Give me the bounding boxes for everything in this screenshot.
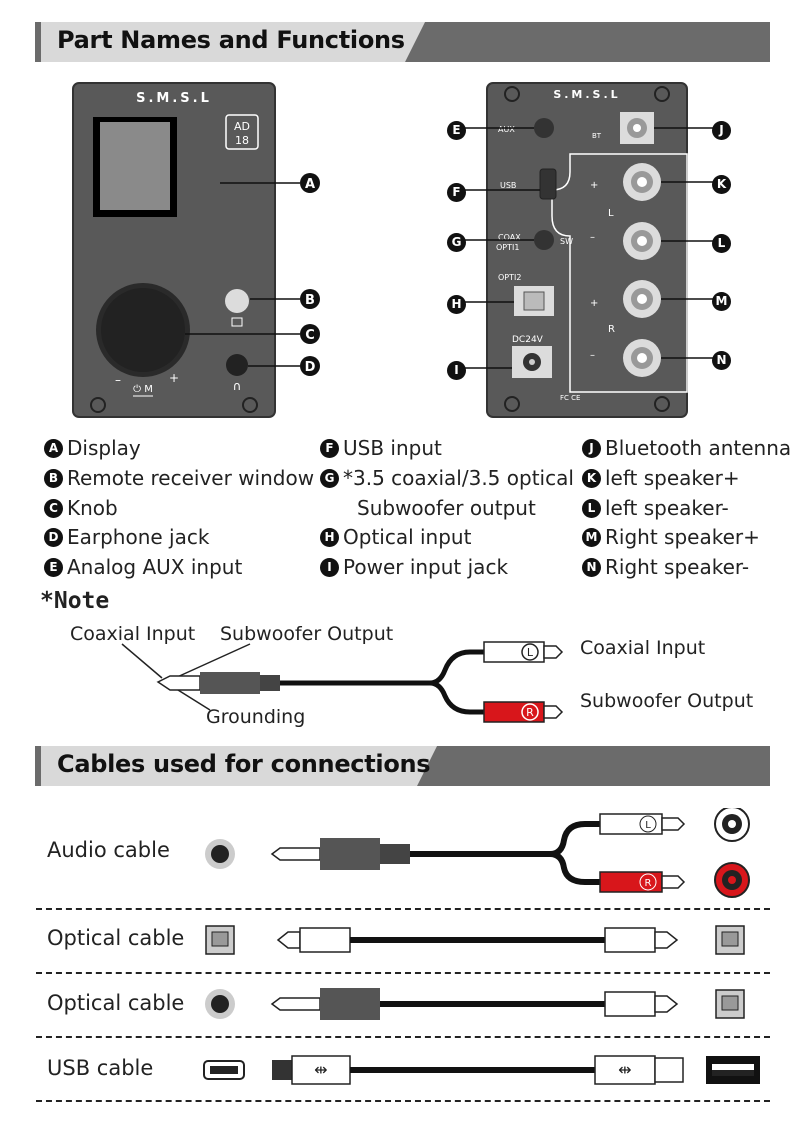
svg-text:⏻ M: ⏻ M (133, 384, 153, 395)
svg-text:S.M.S.L: S.M.S.L (553, 88, 620, 101)
divider (36, 908, 770, 910)
svg-text:–: – (590, 232, 595, 243)
callout-i: I (447, 359, 470, 380)
svg-text:+: + (169, 371, 179, 385)
svg-text:L: L (608, 208, 614, 219)
svg-text:R: R (608, 324, 615, 335)
coax-sw-jack (534, 230, 554, 250)
model-badge (225, 114, 259, 150)
svg-text:18: 18 (235, 134, 249, 147)
legend-item-g-cont: Subwoofer output (357, 496, 536, 520)
svg-text:+: + (590, 180, 598, 191)
note-subwoofer-output-label: Subwoofer Output (220, 623, 394, 645)
svg-text:OPTI1: OPTI1 (496, 243, 519, 252)
svg-text:A: A (305, 177, 315, 192)
svg-text:R: R (526, 706, 534, 719)
remote-receiver-window (225, 289, 249, 313)
callout-b: B (300, 289, 320, 309)
cable-row-label: Audio cable (47, 838, 170, 862)
legend-item-g: G*3.5 coaxial/3.5 optical (320, 466, 574, 490)
front-panel-diagram: S.M.S.L AD 18 ∩ – + ⏻ M A B C D (72, 82, 320, 418)
cable-row-label: Optical cable (47, 991, 185, 1015)
callout-a: A (300, 173, 320, 193)
section-banner-cables: Cables used for connections (35, 746, 770, 786)
audio-cable-diagram: L R (205, 808, 750, 898)
svg-text:B: B (305, 293, 315, 308)
callout-e: E (447, 119, 470, 140)
usb-port (539, 168, 557, 200)
svg-text:AUX: AUX (498, 125, 515, 134)
svg-text:USB: USB (500, 181, 516, 190)
callout-n: N (712, 349, 735, 370)
svg-text:–: – (590, 350, 595, 361)
cable-row-label: USB cable (47, 1056, 154, 1080)
note-right-subwoofer-label: Subwoofer Output (580, 690, 754, 712)
svg-text:L: L (645, 820, 651, 831)
aux-jack (534, 118, 554, 138)
svg-text:AD: AD (234, 120, 250, 133)
optical-cable-diagram (205, 925, 745, 955)
callout-d: D (300, 356, 320, 376)
cable-row-label: Optical cable (47, 926, 185, 950)
svg-text:+: + (590, 298, 598, 309)
callout-m: M (712, 290, 735, 311)
note-right-coaxial-label: Coaxial Input (580, 637, 706, 659)
speaker-terminals (623, 163, 661, 377)
callout-h: H (447, 293, 470, 314)
svg-text:DC24V: DC24V (512, 335, 544, 345)
note-grounding-label: Grounding (206, 706, 306, 728)
callout-j: J (712, 119, 735, 140)
svg-text:L: L (527, 646, 534, 659)
svg-text:C: C (305, 328, 315, 343)
section-title: Part Names and Functions (57, 26, 405, 54)
back-panel-diagram: S.M.S.L AUX BT USB COAX OPTI1 SW OPTI2 D… (460, 82, 720, 418)
section-title: Cables used for connections (57, 750, 431, 778)
front-brand: S.M.S.L (136, 91, 212, 106)
callout-c: C (300, 324, 320, 344)
svg-text:FC CE: FC CE (560, 394, 580, 402)
note-coaxial-input-label: Coaxial Input (70, 623, 196, 645)
usb-cable-diagram: ⇹ ⇹ (203, 1055, 760, 1085)
banner-background (35, 746, 770, 786)
svg-text:SW: SW (560, 237, 573, 246)
callout-k: K (712, 173, 735, 194)
svg-text:∩: ∩ (233, 379, 242, 393)
earphone-jack (226, 354, 248, 376)
svg-text:BT: BT (592, 132, 602, 140)
divider (36, 1036, 770, 1038)
svg-text:⇹: ⇹ (314, 1060, 327, 1079)
svg-text:⇹: ⇹ (618, 1060, 631, 1079)
svg-text:COAX: COAX (498, 233, 521, 242)
callout-f: F (447, 181, 470, 202)
svg-text:D: D (305, 360, 316, 375)
divider (36, 972, 770, 974)
banner-background (35, 22, 770, 62)
callout-l: L (712, 232, 735, 253)
section-banner-part-names: Part Names and Functions (35, 22, 770, 62)
callout-g: G (447, 231, 470, 252)
svg-text:R: R (645, 878, 652, 889)
note-cable-diagram: L R (121, 641, 564, 723)
svg-text:–: – (115, 373, 121, 387)
divider (36, 1100, 770, 1102)
optical-mini-cable-diagram (205, 988, 745, 1020)
note-title: *Note (40, 588, 110, 614)
svg-text:OPTI2: OPTI2 (498, 273, 521, 282)
